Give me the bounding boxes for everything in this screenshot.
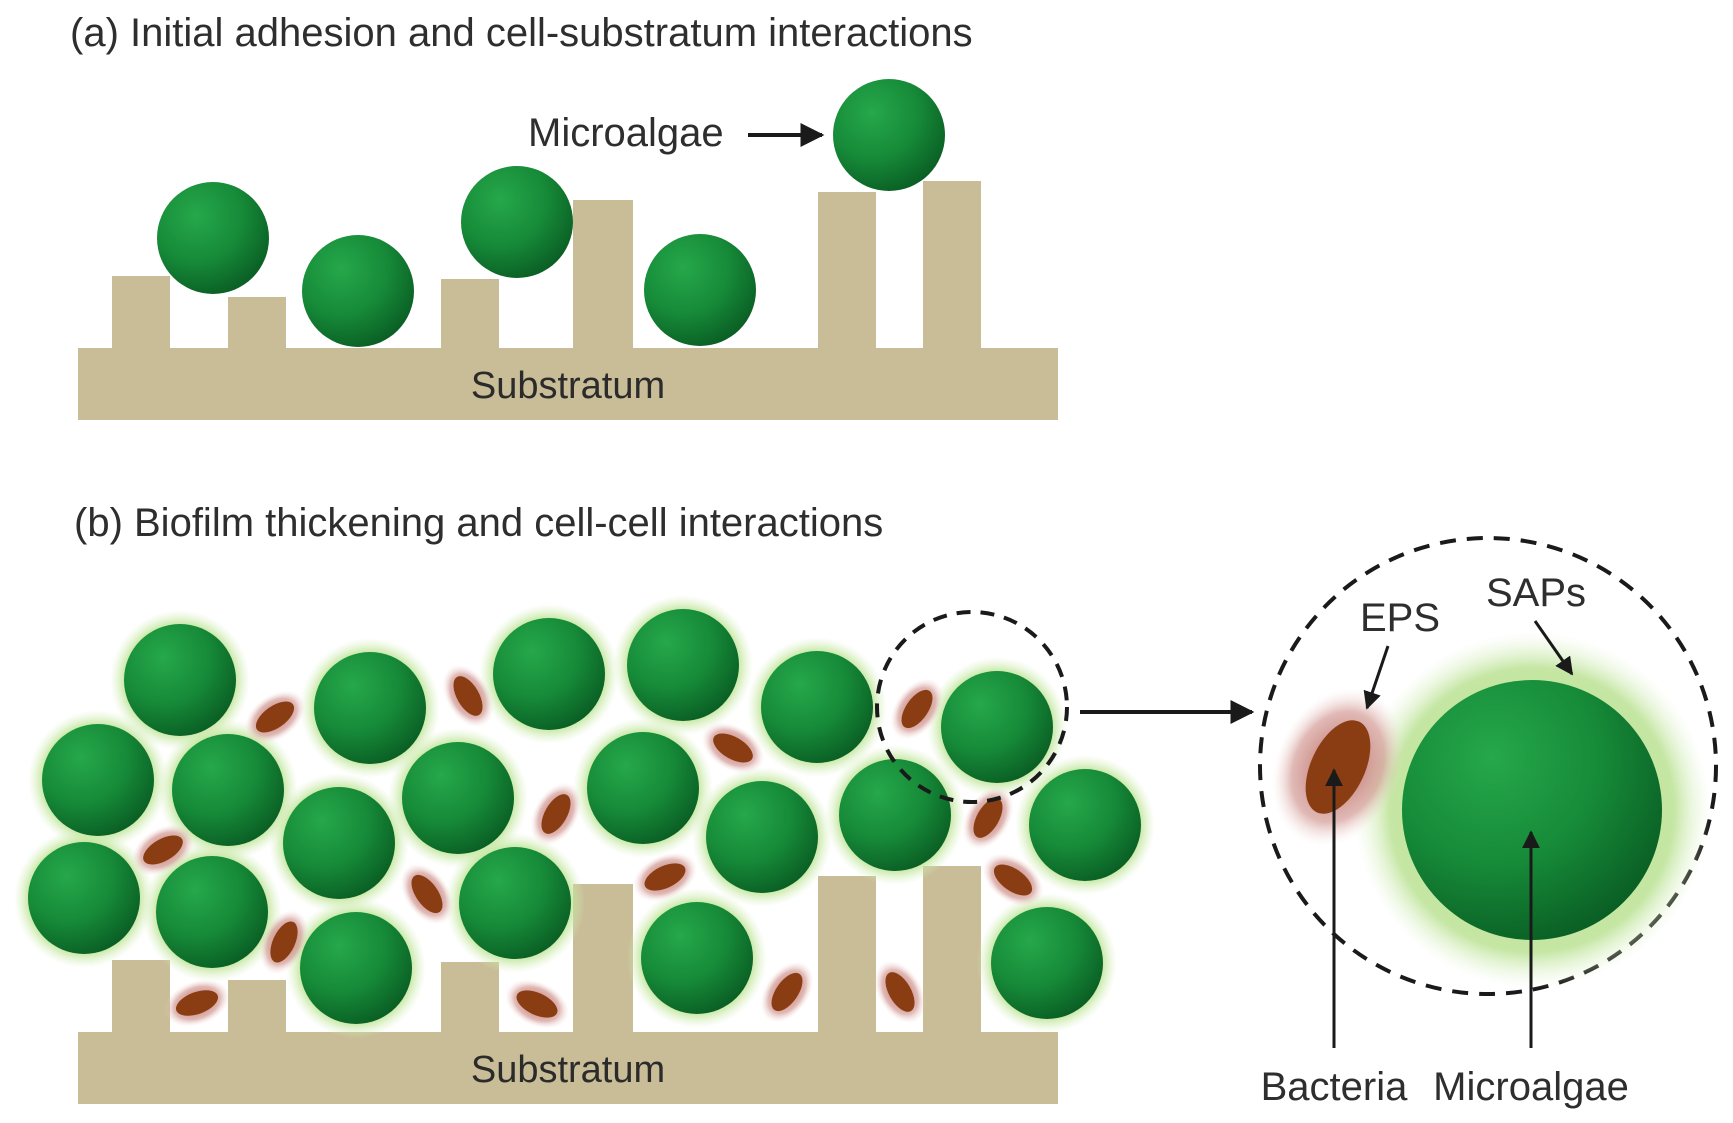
substratum-pillar bbox=[441, 962, 499, 1034]
panel-a-microalgae-cells bbox=[157, 79, 945, 347]
microalgae-cell bbox=[493, 618, 605, 730]
bacterium bbox=[874, 960, 926, 1024]
bacterium bbox=[760, 961, 814, 1023]
microalgae-cell bbox=[459, 847, 571, 959]
microalgae-cell bbox=[627, 609, 739, 721]
microalgae-cell bbox=[314, 652, 426, 764]
bacterium bbox=[164, 979, 230, 1027]
microalgae-cell bbox=[644, 234, 756, 346]
bacterium bbox=[701, 722, 765, 774]
microalgae-cell bbox=[124, 624, 236, 736]
microalgae-cell bbox=[42, 724, 154, 836]
microalgae-cell bbox=[761, 651, 873, 763]
microalgae-cell bbox=[461, 166, 573, 278]
microalgae-cell bbox=[156, 856, 268, 968]
microalgae-cell bbox=[402, 742, 514, 854]
bacterium bbox=[632, 852, 698, 902]
bacterium bbox=[244, 690, 306, 744]
panel-b-substratum-label: Substratum bbox=[471, 1049, 665, 1091]
zoom-microalgae-cell bbox=[1402, 680, 1662, 940]
substratum-pillar bbox=[923, 866, 981, 1034]
microalgae-cell bbox=[157, 182, 269, 294]
bacterium bbox=[131, 824, 195, 876]
bacterium bbox=[530, 782, 582, 846]
saps-label: SAPs bbox=[1486, 571, 1586, 615]
zoom-inset bbox=[1258, 536, 1718, 996]
microalgae-cell bbox=[641, 902, 753, 1014]
microalgae-cell bbox=[302, 235, 414, 347]
panel-b-substratum bbox=[78, 866, 1058, 1104]
microalgae-cell bbox=[172, 734, 284, 846]
bacterium bbox=[504, 979, 570, 1029]
substratum-pillar bbox=[228, 297, 286, 350]
substratum-pillar bbox=[573, 200, 633, 350]
microalgae-inset-label: Microalgae bbox=[1433, 1065, 1629, 1109]
substratum-pillar bbox=[923, 181, 981, 350]
panel-a-microalgae-label: Microalgae bbox=[528, 111, 724, 155]
zoom-bacterium bbox=[1271, 688, 1405, 846]
microalgae-cell bbox=[300, 912, 412, 1024]
microalgae-cell bbox=[706, 781, 818, 893]
eps-pointer-arrow bbox=[1363, 645, 1390, 710]
eps-label: EPS bbox=[1360, 596, 1440, 640]
panel-b-microalgae-cells bbox=[28, 609, 1141, 1024]
microalgae-cell bbox=[28, 842, 140, 954]
panel-a-substratum bbox=[78, 181, 1058, 420]
panel-a-substratum-label: Substratum bbox=[471, 365, 665, 407]
zoom-selection-circle bbox=[875, 610, 1069, 804]
zoom-inset-circle bbox=[1258, 536, 1718, 996]
bacteria-label: Bacteria bbox=[1261, 1065, 1408, 1109]
substratum-pillar bbox=[441, 279, 499, 350]
microalgae-cell bbox=[1029, 769, 1141, 881]
microalgae-cell bbox=[587, 732, 699, 844]
bacterium bbox=[982, 853, 1044, 907]
microalgae-cell bbox=[941, 671, 1053, 783]
substratum-pillar bbox=[228, 980, 286, 1034]
substratum-pillar bbox=[112, 960, 170, 1034]
microalgae-cell bbox=[833, 79, 945, 191]
substratum-pillar bbox=[818, 876, 876, 1034]
saps-pointer-arrow bbox=[1533, 620, 1574, 676]
substratum-pillar bbox=[818, 192, 876, 350]
microalgae-cell bbox=[991, 907, 1103, 1019]
panel-a-title: (a) Initial adhesion and cell-substratum… bbox=[70, 11, 973, 55]
microalgae-cell bbox=[839, 759, 951, 871]
microalgae-cell bbox=[283, 787, 395, 899]
bacterium bbox=[259, 909, 309, 975]
bacterium bbox=[442, 664, 494, 728]
bacterium bbox=[890, 678, 944, 740]
panel-b-title: (b) Biofilm thickening and cell-cell int… bbox=[74, 501, 883, 545]
substratum-pillar bbox=[112, 276, 170, 350]
bacterium bbox=[400, 863, 454, 925]
